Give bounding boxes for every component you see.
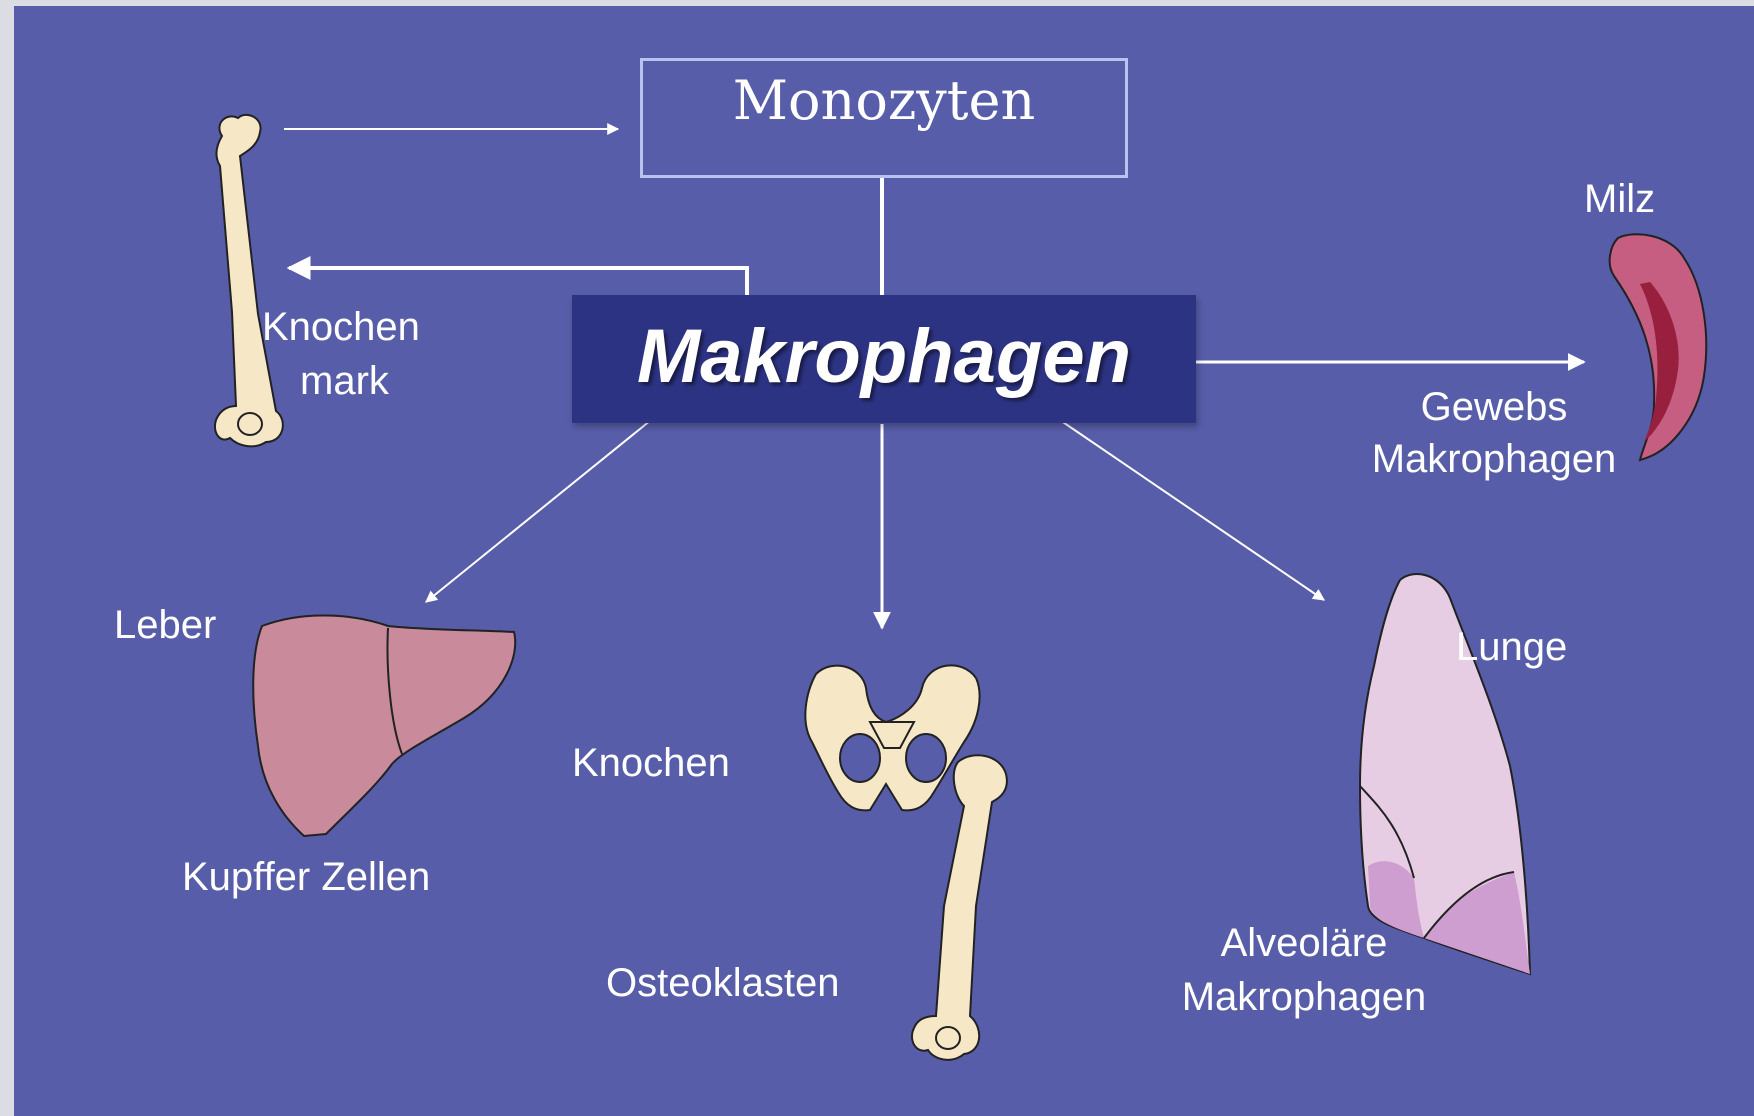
arrow-makrophagen-to-lung	[1054, 416, 1324, 600]
knochen-label: Knochen	[572, 738, 730, 788]
leber-label: Leber	[114, 600, 216, 650]
arrow-makrophagen-to-liver	[426, 416, 656, 602]
kupffer-zellen-label: Kupffer Zellen	[182, 852, 430, 902]
milz-label: Milz	[1584, 174, 1655, 224]
makrophagen-box: Makrophagen	[572, 295, 1196, 423]
monozyten-label: Monozyten	[643, 69, 1125, 132]
knochenmark-label-line2: mark	[300, 356, 389, 406]
pelvis-illustration	[805, 665, 979, 810]
makrophagen-label: Makrophagen	[572, 313, 1196, 400]
osteoklasten-label: Osteoklasten	[606, 958, 839, 1008]
gewebs-makrophagen-label: Makrophagen	[1344, 434, 1644, 484]
liver-illustration	[253, 615, 515, 836]
femur-illustration	[215, 115, 283, 447]
monozyten-box: Monozyten	[640, 58, 1128, 178]
slide-background: Monozyten Makrophagen Knochen mark Milz …	[14, 6, 1754, 1116]
gewebs-label: Gewebs	[1344, 382, 1644, 432]
alveolaere-label: Alveoläre	[1154, 918, 1454, 968]
alveolaere-makrophagen-label: Makrophagen	[1154, 972, 1454, 1022]
knochenmark-label-line1: Knochen	[262, 302, 420, 352]
lunge-label: Lunge	[1456, 622, 1567, 672]
